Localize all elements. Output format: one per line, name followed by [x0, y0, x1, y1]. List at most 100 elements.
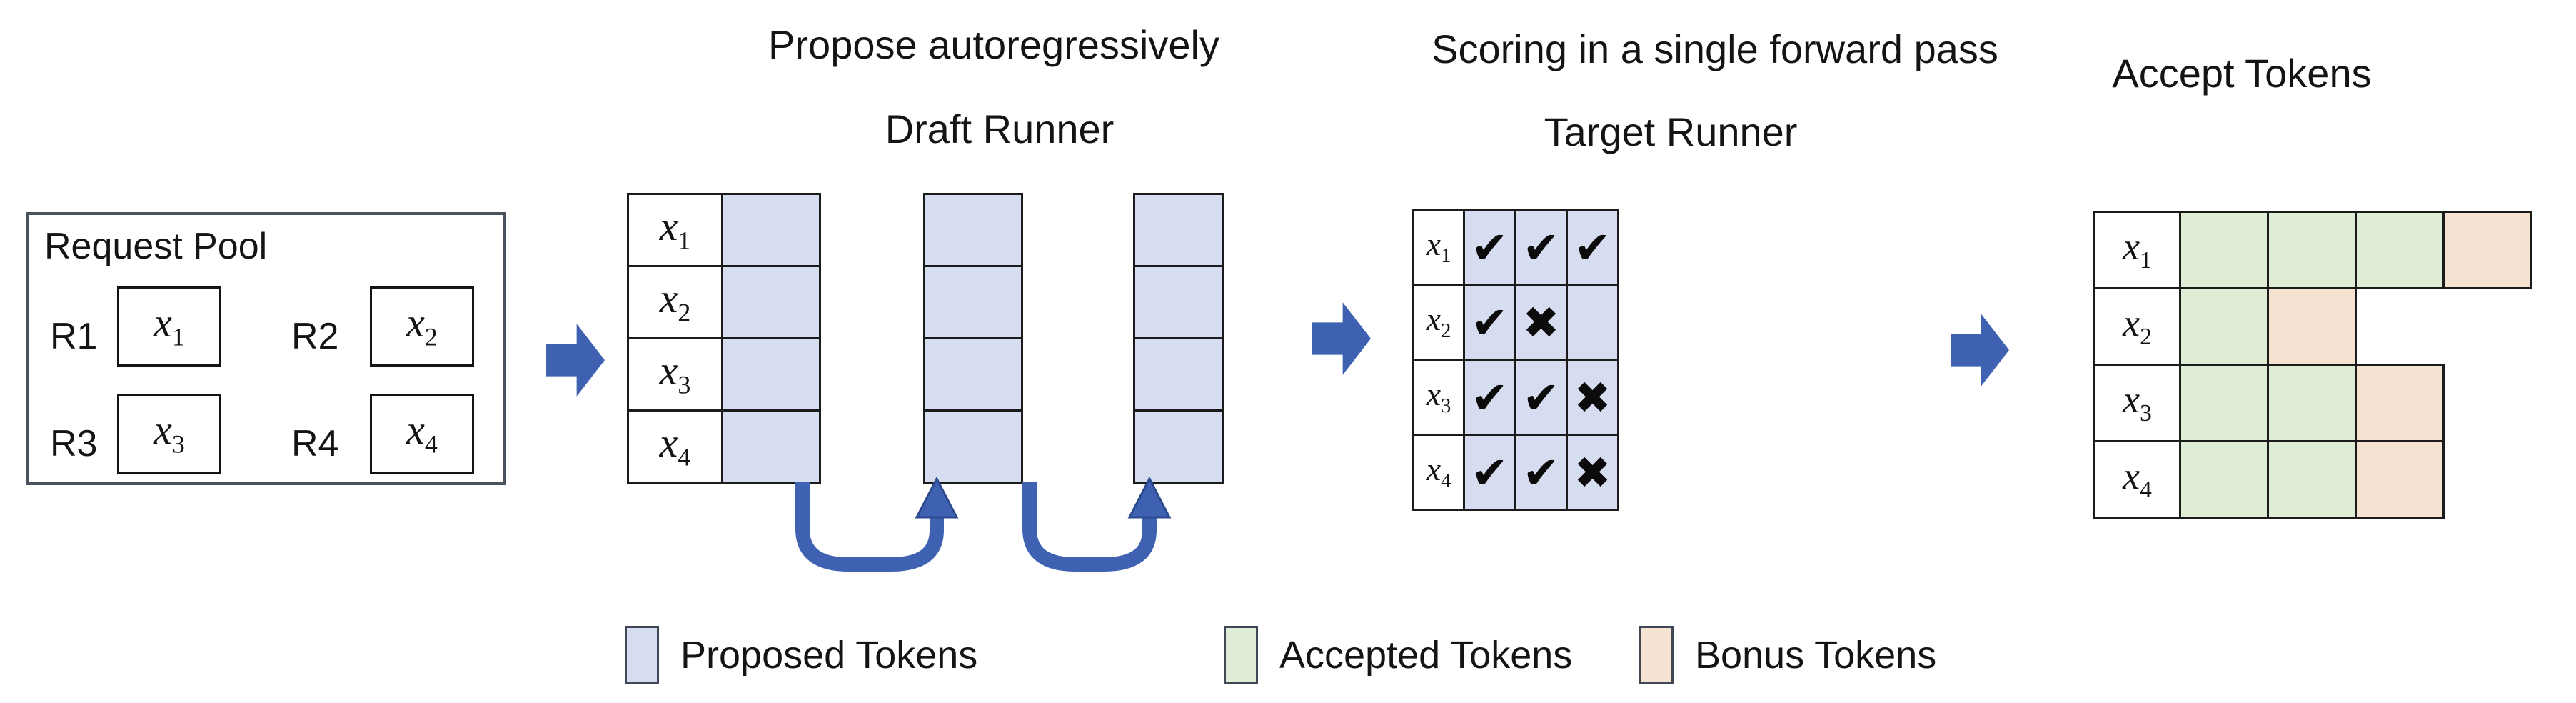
draft-grid-row: [923, 193, 1023, 267]
accepted-token-cell: [2267, 440, 2357, 519]
draft-row-label: x3: [627, 337, 723, 412]
proposed-token-cell: [1133, 337, 1224, 412]
token-label: x1: [154, 299, 185, 352]
legend-item-proposed: Proposed Tokens: [625, 626, 977, 684]
proposed-token-cell: [721, 193, 821, 267]
request-token-box: x3: [117, 394, 221, 474]
proposed-token-cell: [923, 409, 1023, 484]
propose-autoregressively-title: Propose autoregressively: [768, 22, 1219, 67]
draft-row-label: x4: [627, 409, 723, 484]
proposed-token-cell: [923, 337, 1023, 412]
accept-check-cell: ✔: [1463, 284, 1516, 361]
token-label: x2: [2123, 301, 2152, 351]
target-grid-row: x2✔✖: [1412, 284, 1619, 361]
proposed-token-cell: [721, 409, 821, 484]
legend-swatch-accepted: [1224, 626, 1258, 684]
autoregressive-loop-arrows-icon: [795, 477, 1172, 572]
draft-grid-row: [1133, 337, 1224, 412]
accept-row-label: x2: [2093, 287, 2181, 366]
token-label: x4: [406, 407, 438, 459]
accept-check-cell: ✔: [1514, 359, 1568, 436]
accept-check-cell: ✔: [1463, 209, 1516, 286]
request-token-box: x4: [370, 394, 474, 474]
draft-proposal-grid-2: [923, 193, 1023, 484]
reject-cross-cell: ✖: [1566, 359, 1619, 436]
accepted-token-cell: [2179, 211, 2269, 289]
accepted-token-cell: [2179, 440, 2269, 519]
draft-grid-row: [923, 337, 1023, 412]
target-grid-row: x4✔✔✖: [1412, 434, 1619, 511]
proposed-token-cell: [1133, 265, 1224, 339]
legend-item-bonus: Bonus Tokens: [1639, 626, 1936, 684]
accept-tokens-title: Accept Tokens: [2112, 51, 2372, 96]
accept-grid-row: x1: [2093, 211, 2532, 289]
request-label-r3: R3: [50, 423, 98, 464]
scoring-title: Scoring in a single forward pass: [1432, 26, 1998, 71]
accept-check-cell: ✔: [1514, 434, 1568, 511]
token-label: x2: [406, 299, 438, 352]
accept-check-cell: ✔: [1463, 434, 1516, 511]
bonus-token-cell: [2355, 440, 2445, 519]
bonus-token-cell: [2267, 287, 2357, 366]
draft-row-label: x2: [627, 265, 723, 339]
accepted-token-cell: [2267, 364, 2357, 442]
legend-swatch-proposed: [625, 626, 659, 684]
token-label: x2: [659, 275, 691, 327]
empty-proposed-cell: [1566, 284, 1619, 361]
proposed-token-cell: [923, 193, 1023, 267]
bonus-token-cell: [2442, 211, 2532, 289]
accepted-token-cell: [2179, 364, 2269, 442]
request-label-r2: R2: [291, 316, 339, 357]
target-grid-row: x3✔✔✖: [1412, 359, 1619, 436]
proposed-token-cell: [721, 265, 821, 339]
token-label: x4: [1426, 450, 1451, 492]
accepted-token-cell: [2355, 211, 2445, 289]
token-label: x1: [659, 203, 691, 255]
request-label-r4: R4: [291, 423, 339, 464]
flow-arrow-pool-to-draft-icon: [546, 324, 605, 397]
accepted-token-cell: [2179, 287, 2269, 366]
target-row-label: x3: [1412, 359, 1465, 436]
accept-grid-row: x4: [2093, 440, 2532, 519]
legend-label-proposed: Proposed Tokens: [680, 634, 978, 677]
proposed-token-cell: [923, 265, 1023, 339]
draft-grid-row: x3: [627, 337, 821, 412]
request-token-box: x1: [117, 286, 221, 367]
accept-check-cell: ✔: [1514, 209, 1568, 286]
legend-label-bonus: Bonus Tokens: [1695, 634, 1937, 677]
accept-row-label: x4: [2093, 440, 2181, 519]
request-token-box: x2: [370, 286, 474, 367]
draft-proposal-grid-1: x1 x2 x3 x4: [627, 193, 821, 484]
token-label: x4: [659, 419, 691, 472]
draft-grid-row: x4: [627, 409, 821, 484]
token-label: x2: [1426, 300, 1451, 342]
token-label: x4: [2123, 454, 2152, 504]
flow-arrow-target-to-accept-icon: [1951, 314, 2009, 387]
accept-grid-row: x3: [2093, 364, 2532, 442]
proposed-token-cell: [721, 337, 821, 412]
target-row-label: x1: [1412, 209, 1465, 286]
draft-grid-row: [1133, 265, 1224, 339]
proposed-token-cell: [1133, 409, 1224, 484]
accept-check-cell: ✔: [1566, 209, 1619, 286]
bonus-token-cell: [2355, 364, 2445, 442]
draft-grid-row: [1133, 409, 1224, 484]
legend-item-accepted: Accepted Tokens: [1224, 626, 1572, 684]
accept-row-label: x1: [2093, 211, 2181, 289]
target-scoring-grid: x1✔✔✔x2✔✖x3✔✔✖x4✔✔✖: [1412, 209, 1619, 511]
target-runner-title: Target Runner: [1544, 109, 1798, 154]
token-label: x1: [1426, 225, 1451, 267]
draft-grid-row: [923, 409, 1023, 484]
request-label-r1: R1: [50, 316, 98, 357]
draft-grid-row: x2: [627, 265, 821, 339]
target-row-label: x2: [1412, 284, 1465, 361]
draft-grid-row: [923, 265, 1023, 339]
proposed-token-cell: [1133, 193, 1224, 267]
accepted-token-cell: [2267, 211, 2357, 289]
draft-row-label: x1: [627, 193, 723, 267]
token-label: x1: [2123, 225, 2152, 274]
token-label: x3: [2123, 378, 2152, 427]
target-grid-row: x1✔✔✔: [1412, 209, 1619, 286]
